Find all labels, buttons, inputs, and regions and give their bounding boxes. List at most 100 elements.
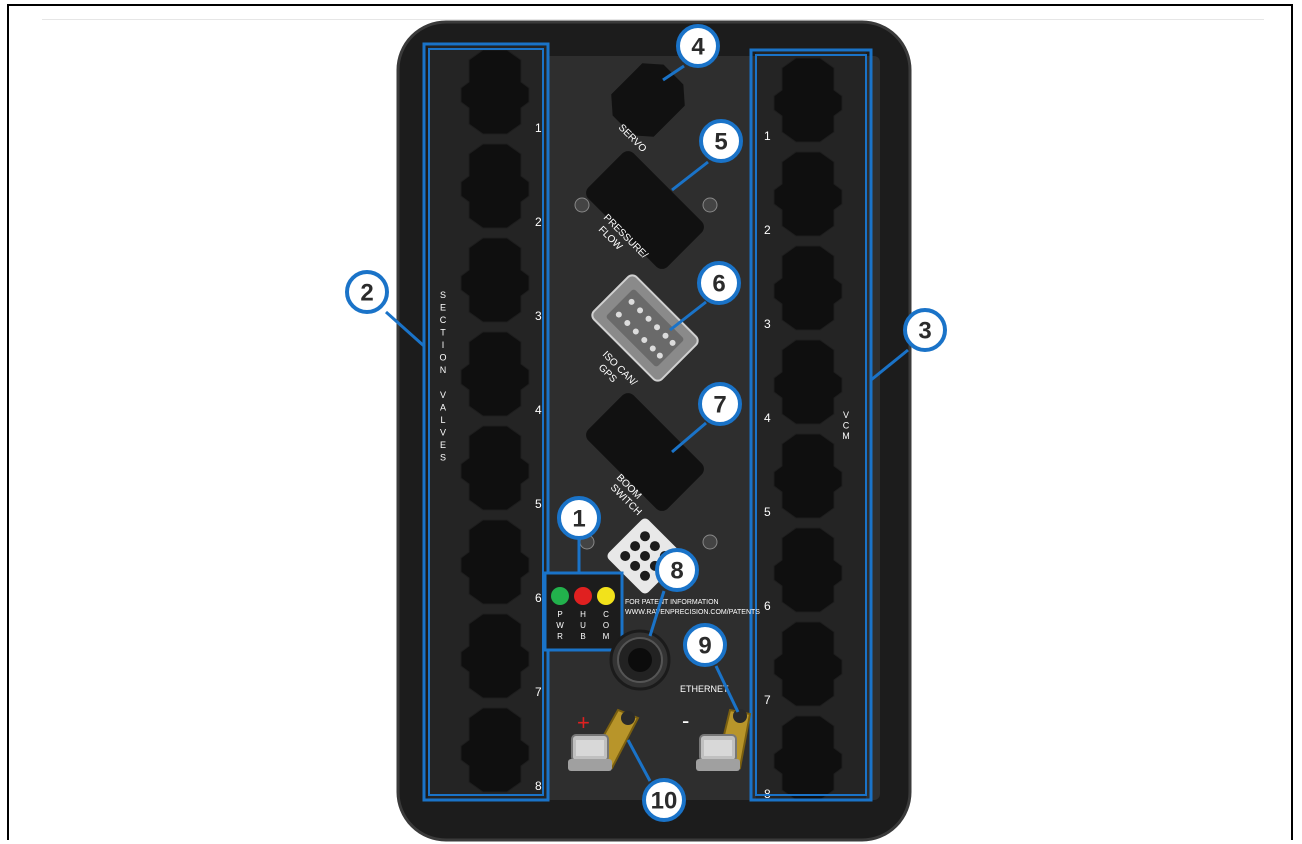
mount-screw <box>702 534 718 550</box>
vcm-port-number: 6 <box>764 599 771 613</box>
callout-number: 1 <box>572 506 585 533</box>
servo-connector <box>611 63 685 137</box>
left-title-letter: C <box>440 315 447 325</box>
vcm-port-1 <box>773 57 843 143</box>
vcm-port-number: 1 <box>764 129 771 143</box>
callout-10: 10 <box>642 778 686 822</box>
led-label-letter: R <box>557 632 563 641</box>
callout-number: 7 <box>713 392 726 419</box>
led-label-letter: P <box>557 610 562 619</box>
vcm-port-3 <box>773 245 843 331</box>
section-valve-port-3 <box>460 237 530 323</box>
callout-7: 7 <box>698 382 742 426</box>
vcm-port-7 <box>773 621 843 707</box>
led-com <box>597 587 615 605</box>
section-valve-port-6 <box>460 519 530 605</box>
callout-markers: 1 2 3 4 5 6 7 8 9 10 <box>345 24 947 822</box>
callout-9: 9 <box>683 623 727 667</box>
led-hub <box>574 587 592 605</box>
left-title-letter: I <box>442 340 445 350</box>
negative-sign: - <box>682 708 689 733</box>
left-title-letter: V <box>440 428 446 438</box>
section-valve-port-number: 1 <box>535 121 542 135</box>
vcm-port-5 <box>773 433 843 519</box>
callout-2: 2 <box>345 270 389 314</box>
callout-5: 5 <box>699 119 743 163</box>
led-label-letter: W <box>556 621 564 630</box>
callout-number: 2 <box>360 280 373 307</box>
led-group-highlight <box>543 571 624 652</box>
vcm-port-number: 7 <box>764 693 771 707</box>
right-title-letter: V <box>843 410 849 420</box>
led-label-letter: C <box>603 610 609 619</box>
callout-8: 8 <box>655 548 699 592</box>
callout-3: 3 <box>903 308 947 352</box>
section-valve-port-number: 3 <box>535 309 542 323</box>
vcm-port-2 <box>773 151 843 237</box>
positive-sign: + <box>577 710 590 735</box>
callout-leaders <box>384 64 909 782</box>
section-valve-port-4 <box>460 331 530 417</box>
left-title-letter: A <box>440 403 446 413</box>
section-valve-port-number: 4 <box>535 403 542 417</box>
left-title-letter: T <box>440 328 446 338</box>
iso-can-connector <box>591 274 699 382</box>
section-valve-port-number: 2 <box>535 215 542 229</box>
vcm-port-number: 3 <box>764 317 771 331</box>
callout-number: 8 <box>670 558 683 585</box>
vcm-port-number: 4 <box>764 411 771 425</box>
right-bank-highlight <box>749 48 873 802</box>
callout-number: 6 <box>712 271 725 298</box>
section-valve-port-number: 6 <box>535 591 542 605</box>
left-title-letter: O <box>439 353 446 363</box>
boom-switch-connector <box>586 393 704 511</box>
vcm-port-number: 2 <box>764 223 771 237</box>
top-rule <box>42 19 1264 20</box>
mount-screw <box>702 197 718 213</box>
callout-4: 4 <box>676 24 720 68</box>
led-pwr <box>551 587 569 605</box>
left-title-letter: L <box>440 415 445 425</box>
left-title-letter: E <box>440 440 446 450</box>
patent-info-line-2: WWW.RAVENPRECISION.COM/PATENTS <box>625 609 760 616</box>
negative-terminal <box>696 708 752 771</box>
positive-terminal <box>568 708 640 771</box>
figure-frame <box>7 4 1293 840</box>
vcm-port-number: 5 <box>764 505 771 519</box>
left-title-letter: N <box>440 365 447 375</box>
callout-number: 9 <box>698 633 711 660</box>
callout-6: 6 <box>697 261 741 305</box>
ethernet-port-socket <box>628 648 652 672</box>
left-title-letter: V <box>440 390 446 400</box>
led-label-letter: O <box>603 621 609 630</box>
section-valve-port-number: 5 <box>535 497 542 511</box>
left-title-letter: S <box>440 290 446 300</box>
ethernet-label: ETHERNET <box>680 684 729 694</box>
vcm-title: VCM <box>842 410 850 441</box>
right-title-letter: M <box>842 431 850 441</box>
section-valve-port-1 <box>460 49 530 135</box>
left-title-letter: S <box>440 453 446 463</box>
section-valve-port-5 <box>460 425 530 511</box>
callout-number: 5 <box>714 129 727 156</box>
left-bank-highlight-inner <box>428 48 544 796</box>
callout-number: 10 <box>651 788 678 815</box>
led-label-letter: B <box>580 632 585 641</box>
section-valve-port-2 <box>460 143 530 229</box>
led-label-letter: M <box>603 632 610 641</box>
section-valve-port-number: 7 <box>535 685 542 699</box>
pressure-flow-connector <box>586 151 704 269</box>
callout-number: 3 <box>918 318 931 345</box>
callout-number: 4 <box>691 34 705 61</box>
left-title-letter: E <box>440 303 446 313</box>
left-bank-highlight <box>422 42 550 802</box>
right-title-letter: C <box>843 421 850 431</box>
vcm-port-6 <box>773 527 843 613</box>
callout-1: 1 <box>557 496 601 540</box>
led-label-letter: U <box>580 621 586 630</box>
